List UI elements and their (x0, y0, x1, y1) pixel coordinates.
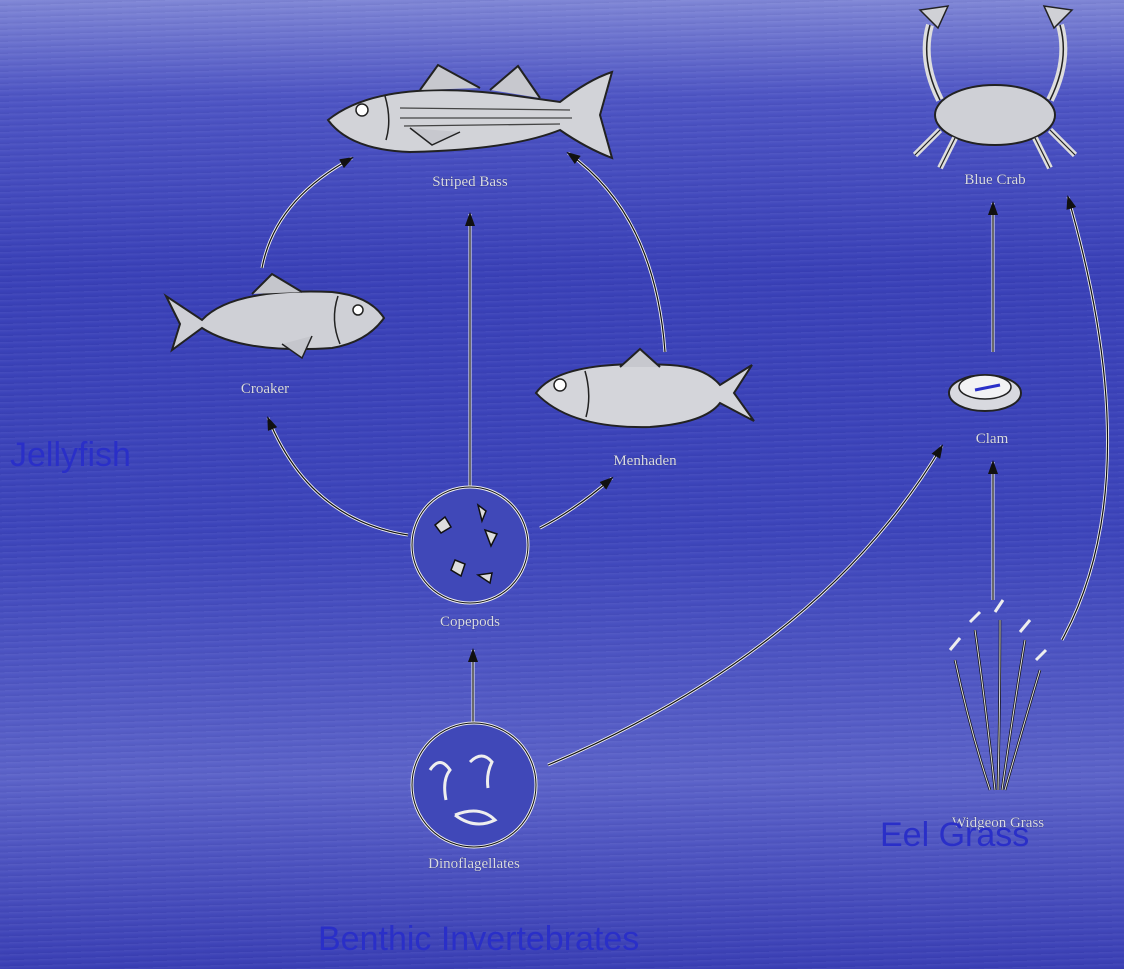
overlay-benthic-invertebrates: Benthic Invertebrates (318, 922, 639, 956)
crab-icon (915, 6, 1075, 168)
plankton-icon (412, 487, 528, 603)
clam-icon (949, 375, 1021, 411)
label-copepods: Copepods (440, 614, 500, 630)
label-blue-crab: Blue Crab (964, 172, 1025, 188)
arrow-menhaden-to-bass (568, 153, 665, 352)
arrow-copepods-to-croaker (268, 418, 408, 535)
plankton-icon (412, 723, 536, 847)
arrow-croaker-to-bass (262, 158, 352, 268)
label-dinoflagellates: Dinoflagellates (428, 856, 520, 872)
grass-icon (950, 600, 1046, 790)
arrow-copepods-to-menhaden (540, 478, 612, 528)
label-croaker: Croaker (241, 381, 289, 397)
label-striped-bass: Striped Bass (432, 174, 508, 190)
fish-icon (536, 349, 754, 427)
overlay-jellyfish: Jellyfish (10, 438, 131, 472)
label-menhaden: Menhaden (613, 453, 677, 469)
label-clam: Clam (976, 431, 1009, 447)
fish-icon (328, 65, 612, 158)
fish-icon (166, 274, 384, 358)
arrow-dino-to-clam (548, 446, 942, 765)
overlay-eel-grass: Eel Grass (880, 818, 1029, 852)
